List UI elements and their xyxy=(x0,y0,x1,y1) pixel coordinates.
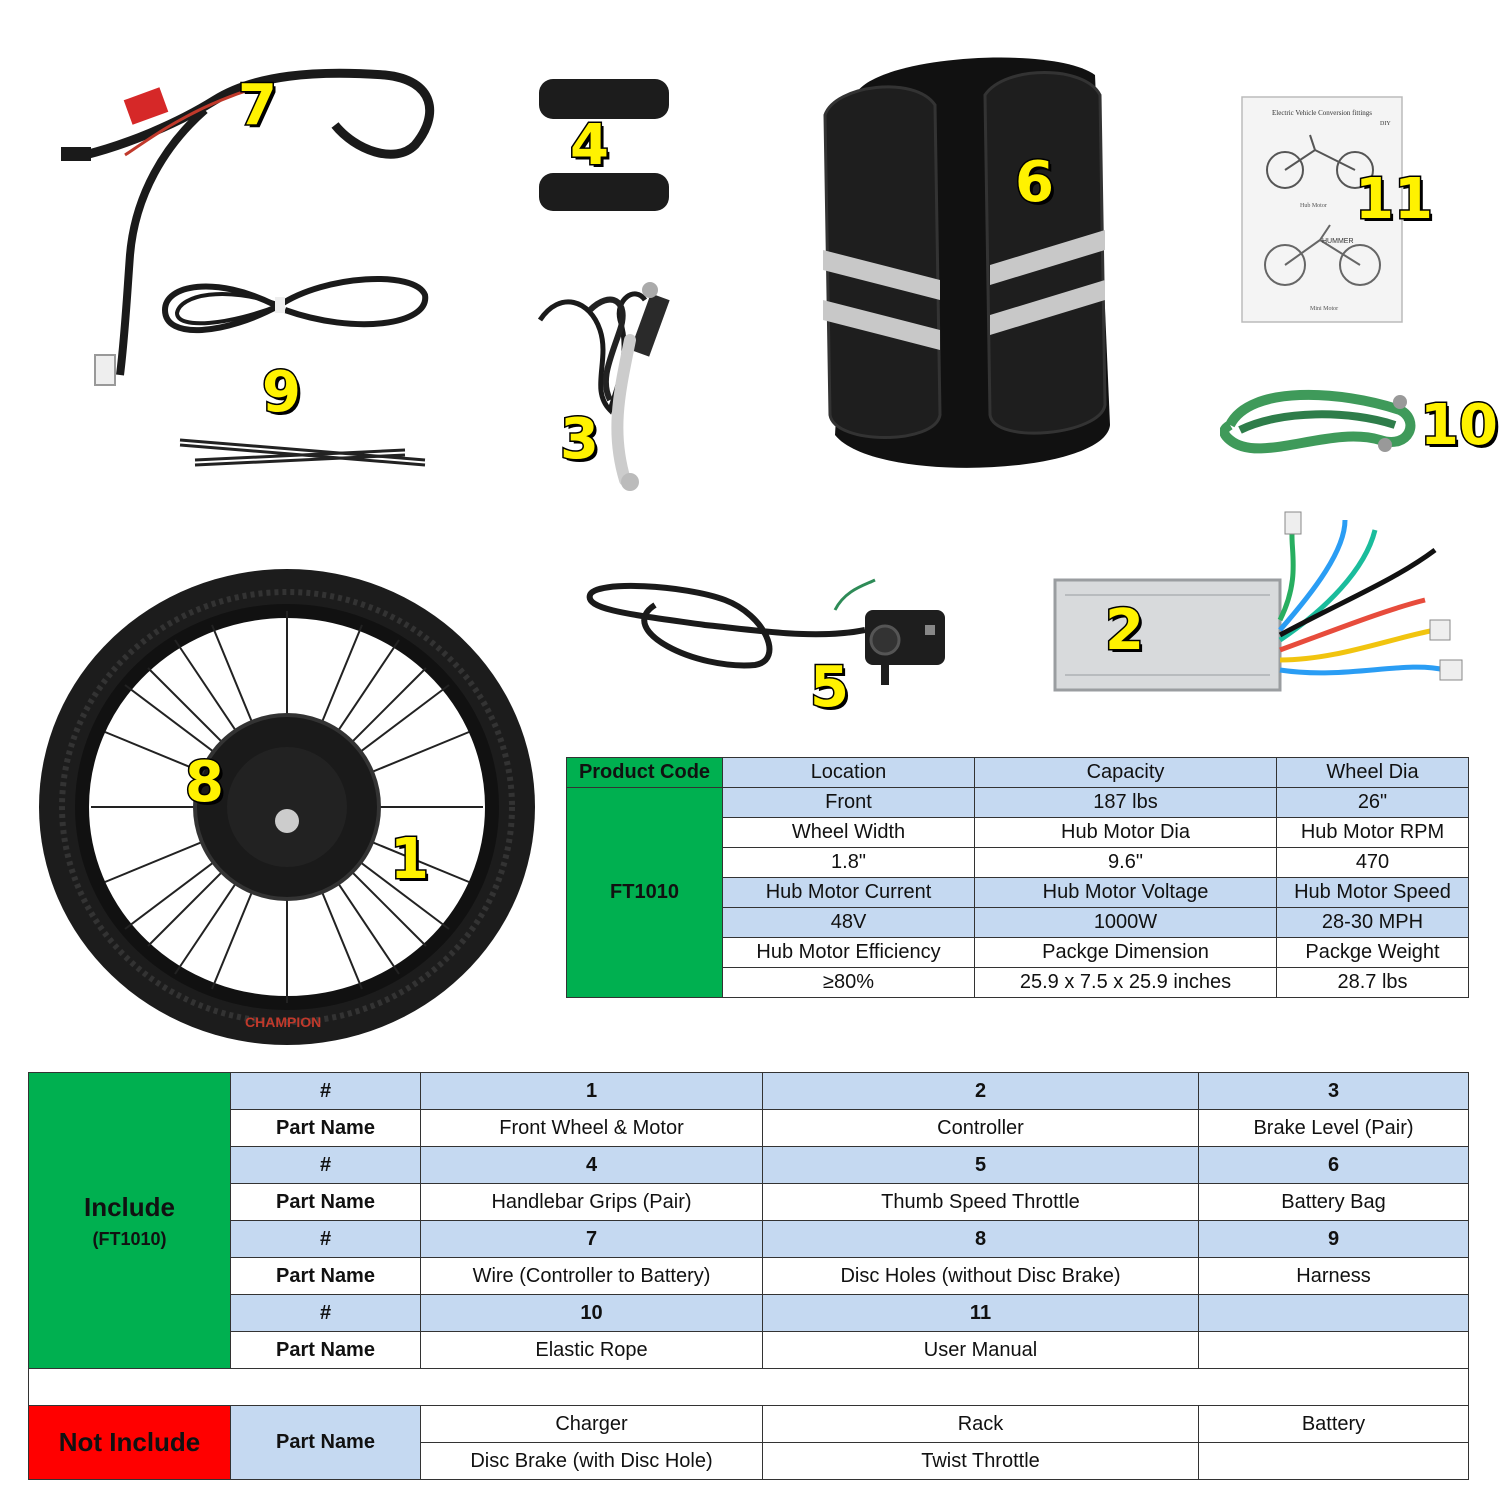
manual-title: Electric Vehicle Conversion fittings xyxy=(1272,109,1372,117)
part-name: Brake Level (Pair) xyxy=(1198,1109,1469,1147)
part-name-header: Part Name xyxy=(230,1405,421,1480)
excluded-item: Disc Brake (with Disc Hole) xyxy=(420,1442,763,1480)
spec-table: Product Code Location Capacity Wheel Dia… xyxy=(566,757,1469,998)
excluded-item xyxy=(1198,1442,1469,1480)
part-name: User Manual xyxy=(762,1331,1199,1369)
spec-cell: Location xyxy=(722,757,975,788)
tire-brand: CHAMPION xyxy=(245,1014,321,1030)
part-name: Wire (Controller to Battery) xyxy=(420,1257,763,1295)
spec-cell: 25.9 x 7.5 x 25.9 inches xyxy=(974,967,1277,998)
part-number: 8 xyxy=(762,1220,1199,1258)
spec-cell: Hub Motor Efficiency xyxy=(722,937,975,968)
include-cell: Include (FT1010) xyxy=(28,1072,231,1369)
label-1: 1 xyxy=(389,827,431,892)
spec-cell: 1.8" xyxy=(722,847,975,878)
part-name-header: Part Name xyxy=(230,1331,421,1369)
manual-caption-2: Mini Motor xyxy=(1310,306,1338,312)
label-7: 7 xyxy=(237,73,279,138)
battery-bag-illustration xyxy=(823,57,1110,468)
part-number: 3 xyxy=(1198,1072,1469,1110)
part-number: 5 xyxy=(762,1146,1199,1184)
include-code: (FT1010) xyxy=(92,1228,167,1249)
part-name: Battery Bag xyxy=(1198,1183,1469,1221)
parts-table: Include (FT1010) # 1 2 3 Part Name Front… xyxy=(28,1072,1469,1480)
spec-cell: Packge Dimension xyxy=(974,937,1277,968)
label-9: 9 xyxy=(261,360,303,425)
part-number: 10 xyxy=(420,1294,763,1332)
spec-cell: Wheel Dia xyxy=(1276,757,1469,788)
excluded-item: Charger xyxy=(420,1405,763,1443)
spec-cell: Capacity xyxy=(974,757,1277,788)
part-name: Disc Holes (without Disc Brake) xyxy=(762,1257,1199,1295)
part-number: 6 xyxy=(1198,1146,1469,1184)
excluded-item: Twist Throttle xyxy=(762,1442,1199,1480)
part-number: 9 xyxy=(1198,1220,1469,1258)
spec-cell: Hub Motor Dia xyxy=(974,817,1277,848)
part-number: 2 xyxy=(762,1072,1199,1110)
handlebar-grips-illustration xyxy=(539,79,669,211)
part-name: Controller xyxy=(762,1109,1199,1147)
spec-cell: Front xyxy=(722,787,975,818)
num-header: # xyxy=(230,1294,421,1332)
include-label: Include xyxy=(83,1191,175,1222)
user-manual-illustration: Electric Vehicle Conversion fittings DIY… xyxy=(1241,96,1403,323)
part-number: 7 xyxy=(420,1220,763,1258)
part-name-header: Part Name xyxy=(230,1109,421,1147)
spec-cell: Wheel Width xyxy=(722,817,975,848)
label-5: 5 xyxy=(809,655,851,720)
spec-cell: Packge Weight xyxy=(1276,937,1469,968)
brake-lever-illustration xyxy=(537,282,670,491)
product-code-header: Product Code xyxy=(566,757,723,788)
harness-illustration xyxy=(161,275,429,467)
spec-cell: 9.6" xyxy=(974,847,1277,878)
part-name: Handlebar Grips (Pair) xyxy=(420,1183,763,1221)
label-11: 11 xyxy=(1354,167,1435,232)
num-header: # xyxy=(230,1146,421,1184)
spec-cell: 1000W xyxy=(974,907,1277,938)
part-name-header: Part Name xyxy=(230,1257,421,1295)
spec-cell: 187 lbs xyxy=(974,787,1277,818)
spec-cell: Hub Motor Speed xyxy=(1276,877,1469,908)
label-4: 4 xyxy=(569,113,611,178)
elastic-rope-illustration xyxy=(1220,389,1416,454)
label-8: 8 xyxy=(184,750,226,815)
part-name: Thumb Speed Throttle xyxy=(762,1183,1199,1221)
excluded-item: Rack xyxy=(762,1405,1199,1443)
label-10: 10 xyxy=(1419,393,1500,458)
label-2: 2 xyxy=(1104,598,1146,663)
part-name: Elastic Rope xyxy=(420,1331,763,1369)
spec-cell: 28-30 MPH xyxy=(1276,907,1469,938)
part-name xyxy=(1198,1331,1469,1369)
label-3: 3 xyxy=(559,407,601,472)
num-header: # xyxy=(230,1220,421,1258)
part-number: 11 xyxy=(762,1294,1199,1332)
controller-illustration xyxy=(1053,511,1463,692)
spacer-row xyxy=(28,1368,1469,1406)
spec-cell: 26" xyxy=(1276,787,1469,818)
label-6: 6 xyxy=(1014,150,1056,215)
front-wheel-illustration: CHAMPION xyxy=(39,569,535,1045)
part-name-header: Part Name xyxy=(230,1183,421,1221)
product-code-value: FT1010 xyxy=(566,787,723,998)
battery-wire-illustration xyxy=(61,68,435,386)
manual-brand: HUMMER xyxy=(1322,238,1354,245)
spec-cell: 48V xyxy=(722,907,975,938)
num-header: # xyxy=(230,1072,421,1110)
spec-cell: Hub Motor Voltage xyxy=(974,877,1277,908)
part-number: 4 xyxy=(420,1146,763,1184)
spec-cell: ≥80% xyxy=(722,967,975,998)
manual-sub: DIY xyxy=(1380,121,1391,127)
spec-cell: 28.7 lbs xyxy=(1276,967,1469,998)
manual-caption-1: Hub Motor xyxy=(1300,203,1327,209)
excluded-item: Battery xyxy=(1198,1405,1469,1443)
part-number: 1 xyxy=(420,1072,763,1110)
spec-cell: Hub Motor RPM xyxy=(1276,817,1469,848)
not-include-label: Not Include xyxy=(28,1405,231,1480)
spec-cell: Hub Motor Current xyxy=(722,877,975,908)
part-name: Front Wheel & Motor xyxy=(420,1109,763,1147)
thumb-throttle-illustration xyxy=(586,578,945,685)
part-name: Harness xyxy=(1198,1257,1469,1295)
part-number xyxy=(1198,1294,1469,1332)
spec-cell: 470 xyxy=(1276,847,1469,878)
